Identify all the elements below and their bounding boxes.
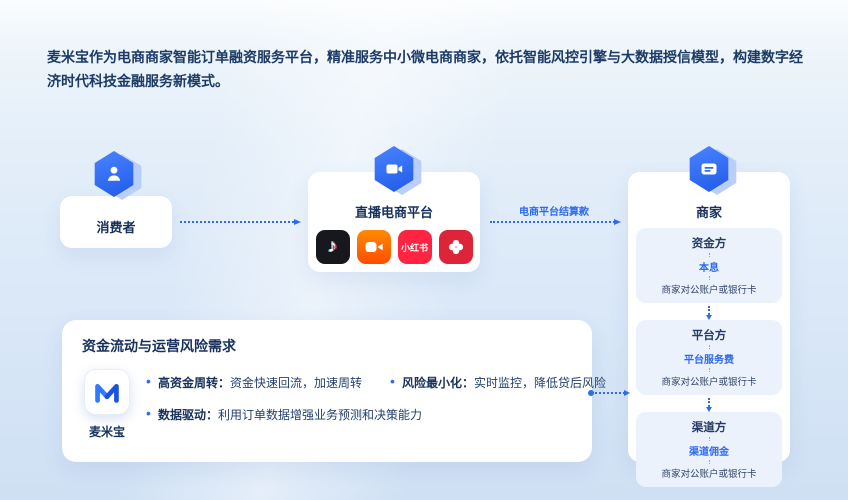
app-icon-row: ♪ 小红书 bbox=[308, 230, 480, 264]
bullet-item: 风险最小化：实时监控，降低贷后风险 bbox=[390, 373, 607, 391]
flow-arrow-platform-merchant bbox=[490, 219, 621, 225]
party-account: 商家对公账户或银行卡 bbox=[661, 377, 757, 388]
party-fee: 本息 bbox=[699, 263, 719, 274]
needs-merchant-connector bbox=[588, 390, 630, 396]
needs-title: 资金流动与运营风险需求 bbox=[82, 338, 236, 354]
music-note-glyph: ♪ bbox=[327, 236, 338, 257]
merchant-hexagon bbox=[688, 146, 738, 195]
party-account: 商家对公账户或银行卡 bbox=[661, 285, 757, 296]
party-platform-card: 平台方 平台服务费 商家对公账户或银行卡 bbox=[636, 320, 782, 395]
dotted-separator bbox=[708, 368, 710, 372]
brand-block: 麦米宝 bbox=[84, 369, 130, 440]
party-title: 渠道方 bbox=[691, 422, 727, 434]
party-channel-card: 渠道方 渠道佣金 商家对公账户或银行卡 bbox=[636, 412, 782, 487]
maimibao-logo bbox=[84, 369, 130, 415]
dotted-separator bbox=[708, 345, 710, 349]
red-app-icon bbox=[438, 230, 473, 264]
party-account: 商家对公账户或银行卡 bbox=[661, 469, 757, 480]
party-title: 资金方 bbox=[691, 238, 727, 250]
settlement-label: 电商平台结算款 bbox=[519, 207, 589, 218]
xiaohongshu-label: 小红书 bbox=[400, 242, 428, 253]
merchant-card: 商家 资金方 本息 商家对公账户或银行卡 平台方 平台服务费 商家对公账户或银行… bbox=[628, 172, 790, 487]
bullet-list: 高资金周转：资金快速回流，加速周转 风险最小化：实时监控，降低贷后风险 数据驱动… bbox=[146, 369, 606, 438]
bullet-head: 风险最小化： bbox=[402, 376, 475, 390]
dotted-separator bbox=[708, 276, 710, 280]
douyin-icon: ♪ bbox=[315, 230, 350, 264]
platform-title: 直播电商平台 bbox=[354, 205, 433, 220]
kuaishou-icon bbox=[356, 230, 391, 264]
needs-body: 麦米宝 高资金周转：资金快速回流，加速周转 风险最小化：实时监控，降低贷后风险 … bbox=[82, 369, 606, 440]
intro-text: 麦米宝作为电商商家智能订单融资服务平台，精准服务中小微电商商家，依托智能风控引擎… bbox=[47, 49, 803, 89]
platform-hexagon bbox=[373, 146, 423, 195]
bullet-head: 数据驱动： bbox=[158, 408, 219, 422]
party-fee: 渠道佣金 bbox=[689, 447, 729, 458]
bullet-item: 数据驱动：利用订单数据增强业务预测和决策能力 bbox=[146, 405, 423, 423]
bullet-body: 利用订单数据增强业务预测和决策能力 bbox=[218, 408, 423, 422]
party-fee: 平台服务费 bbox=[684, 355, 734, 366]
bullet-body: 实时监控，降低贷后风险 bbox=[474, 376, 607, 390]
xiaohongshu-icon: 小红书 bbox=[397, 230, 432, 264]
flow-arrow-consumer-platform bbox=[180, 219, 301, 225]
dotted-separator bbox=[708, 437, 710, 441]
dotted-separator bbox=[708, 460, 710, 464]
party-capital-card: 资金方 本息 商家对公账户或银行卡 bbox=[636, 228, 782, 303]
consumer-hexagon bbox=[93, 151, 143, 200]
platform-card: 直播电商平台 ♪ 小红书 bbox=[308, 172, 480, 272]
merchant-title: 商家 bbox=[695, 205, 722, 220]
bullet-head: 高资金周转： bbox=[158, 376, 231, 390]
bullet-body: 资金快速回流，加速周转 bbox=[230, 376, 363, 390]
consumer-label: 消费者 bbox=[96, 219, 136, 235]
needs-card: 资金流动与运营风险需求 麦米宝 高资金周转：资金快速回流，加速周转 bbox=[62, 320, 606, 462]
consumer-card: 消费者 bbox=[60, 196, 172, 248]
party-title: 平台方 bbox=[691, 330, 727, 342]
down-arrow-connector bbox=[705, 398, 712, 412]
brand-name: 麦米宝 bbox=[88, 425, 125, 439]
m-letter-icon bbox=[95, 383, 119, 403]
dotted-separator bbox=[708, 253, 710, 257]
down-arrow-connector bbox=[705, 306, 712, 320]
bullet-item: 高资金周转：资金快速回流，加速周转 bbox=[146, 373, 363, 391]
